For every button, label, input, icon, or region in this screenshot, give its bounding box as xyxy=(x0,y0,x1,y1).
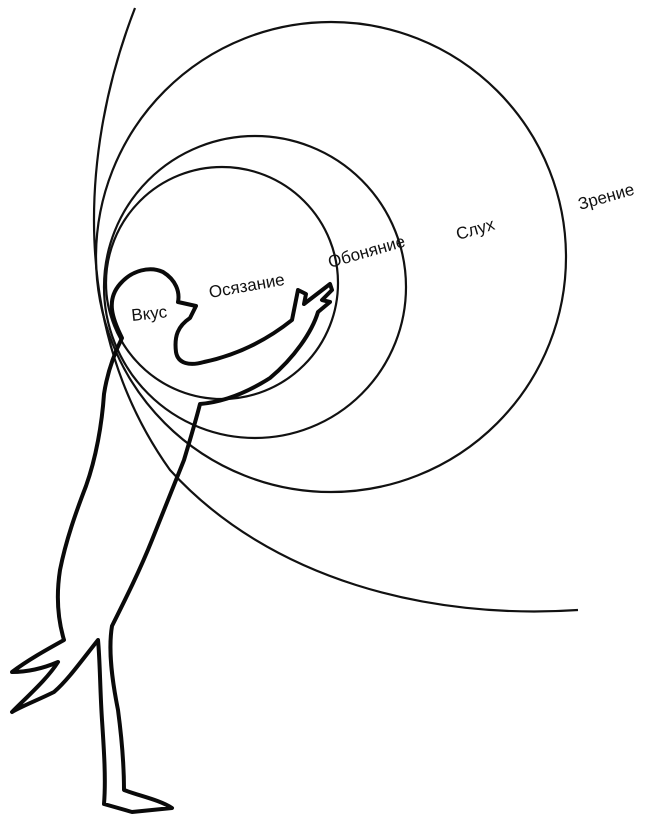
label-touch: Осязание xyxy=(207,270,286,302)
label-taste: Вкус xyxy=(130,302,168,325)
label-vision: Зрение xyxy=(576,180,637,214)
label-hearing: Слух xyxy=(454,215,497,244)
label-smell: Обоняние xyxy=(326,232,408,272)
human-silhouette xyxy=(12,269,332,812)
